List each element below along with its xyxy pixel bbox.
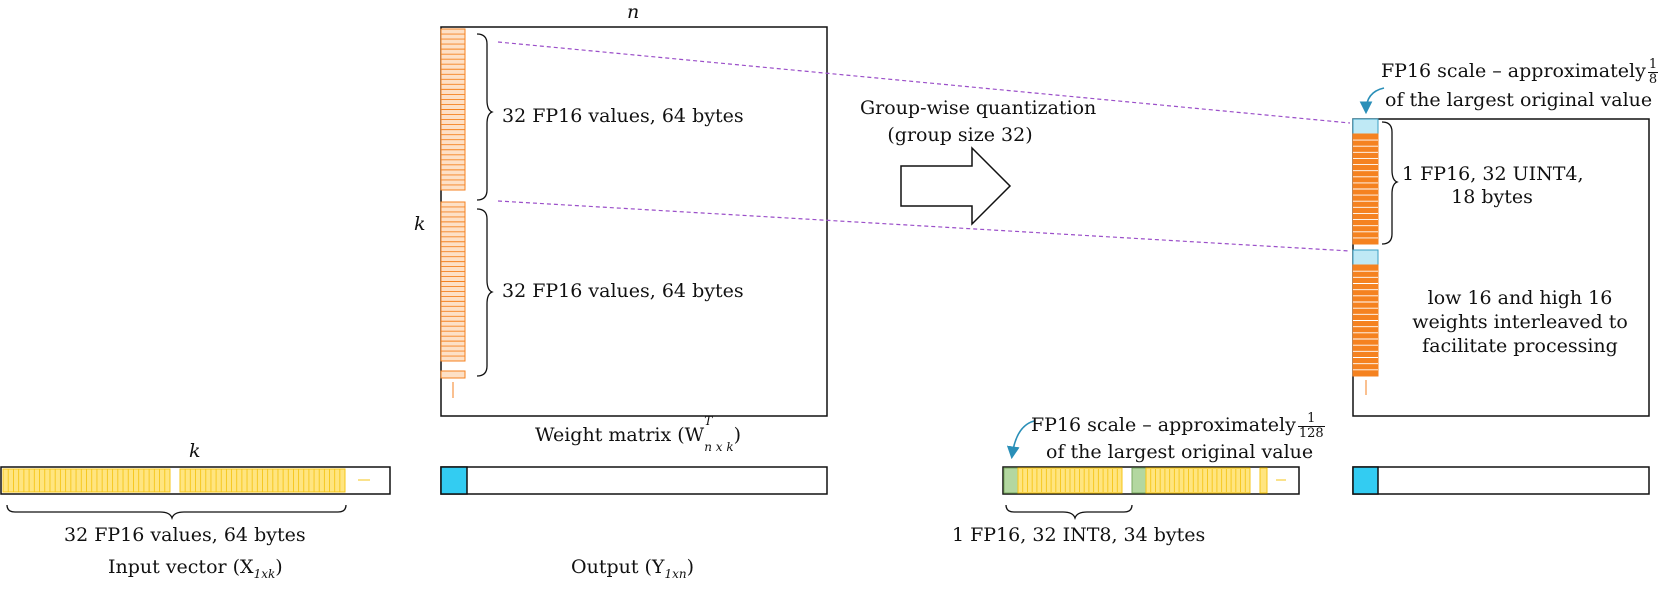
brace-weight-group-2 <box>476 208 494 377</box>
block-arrow <box>900 146 1012 226</box>
arrow-label-line1: Group-wise quantization <box>860 97 1097 119</box>
int8-scale-1 <box>1003 467 1019 494</box>
int8-scale-note-line2: of the largest original value <box>1046 441 1314 463</box>
input-group-label: 32 FP16 values, 64 bytes <box>64 524 306 546</box>
interleave-note-line3: facilitate processing <box>1422 335 1618 357</box>
weight-column-fp16 <box>440 28 466 379</box>
arrow-label-line2: (group size 32) <box>887 124 1033 146</box>
uint4-group-label-line1: 1 FP16, 32 UINT4, <box>1402 163 1584 185</box>
int8-values-3-partial <box>1259 467 1268 494</box>
weight-group-label-2: 32 FP16 values, 64 bytes <box>502 280 744 302</box>
int8-group-label: 1 FP16, 32 INT8, 34 bytes <box>952 524 1206 546</box>
interleave-note-line1: low 16 and high 16 <box>1427 287 1613 309</box>
uint4-scale-2 <box>1352 249 1379 266</box>
output-vector-caption: Output (Y1xn) <box>571 556 695 581</box>
dashed-connector-bottom <box>497 200 1351 252</box>
int8-scale-2 <box>1131 467 1147 494</box>
input-vector-values <box>2 468 346 493</box>
callout-arrow-int8-scale <box>1006 420 1035 460</box>
output-vector-box <box>440 466 828 495</box>
brace-uint4-group <box>1381 121 1399 245</box>
int8-vector-values <box>1003 467 1268 494</box>
input-dim-k: k <box>189 440 201 462</box>
interleave-note-line2: weights interleaved to <box>1412 311 1628 333</box>
output-first-value-2 <box>1352 466 1379 495</box>
weight-group-3-partial <box>440 370 466 379</box>
brace-input-group <box>6 504 347 521</box>
input-vector-caption: Input vector (X1xk) <box>108 556 283 581</box>
weight-group-label-1: 32 FP16 values, 64 bytes <box>502 105 744 127</box>
uint4-group-label-line2: 18 bytes <box>1451 186 1533 208</box>
weight-dim-n: n <box>627 1 640 23</box>
uint4-scale-note-line2: of the largest original value <box>1385 89 1653 111</box>
brace-weight-group-1 <box>476 33 494 201</box>
dashed-connector-top <box>497 41 1351 124</box>
output-vector-box-2 <box>1352 466 1650 495</box>
weight-matrix-box <box>440 26 828 417</box>
uint4-column <box>1352 118 1379 377</box>
callout-arrow-uint4-scale <box>1359 87 1385 115</box>
weight-dim-k: k <box>414 213 426 235</box>
output-first-value <box>440 466 468 495</box>
uint4-scale-1 <box>1352 118 1379 135</box>
brace-int8-group <box>1005 504 1133 521</box>
